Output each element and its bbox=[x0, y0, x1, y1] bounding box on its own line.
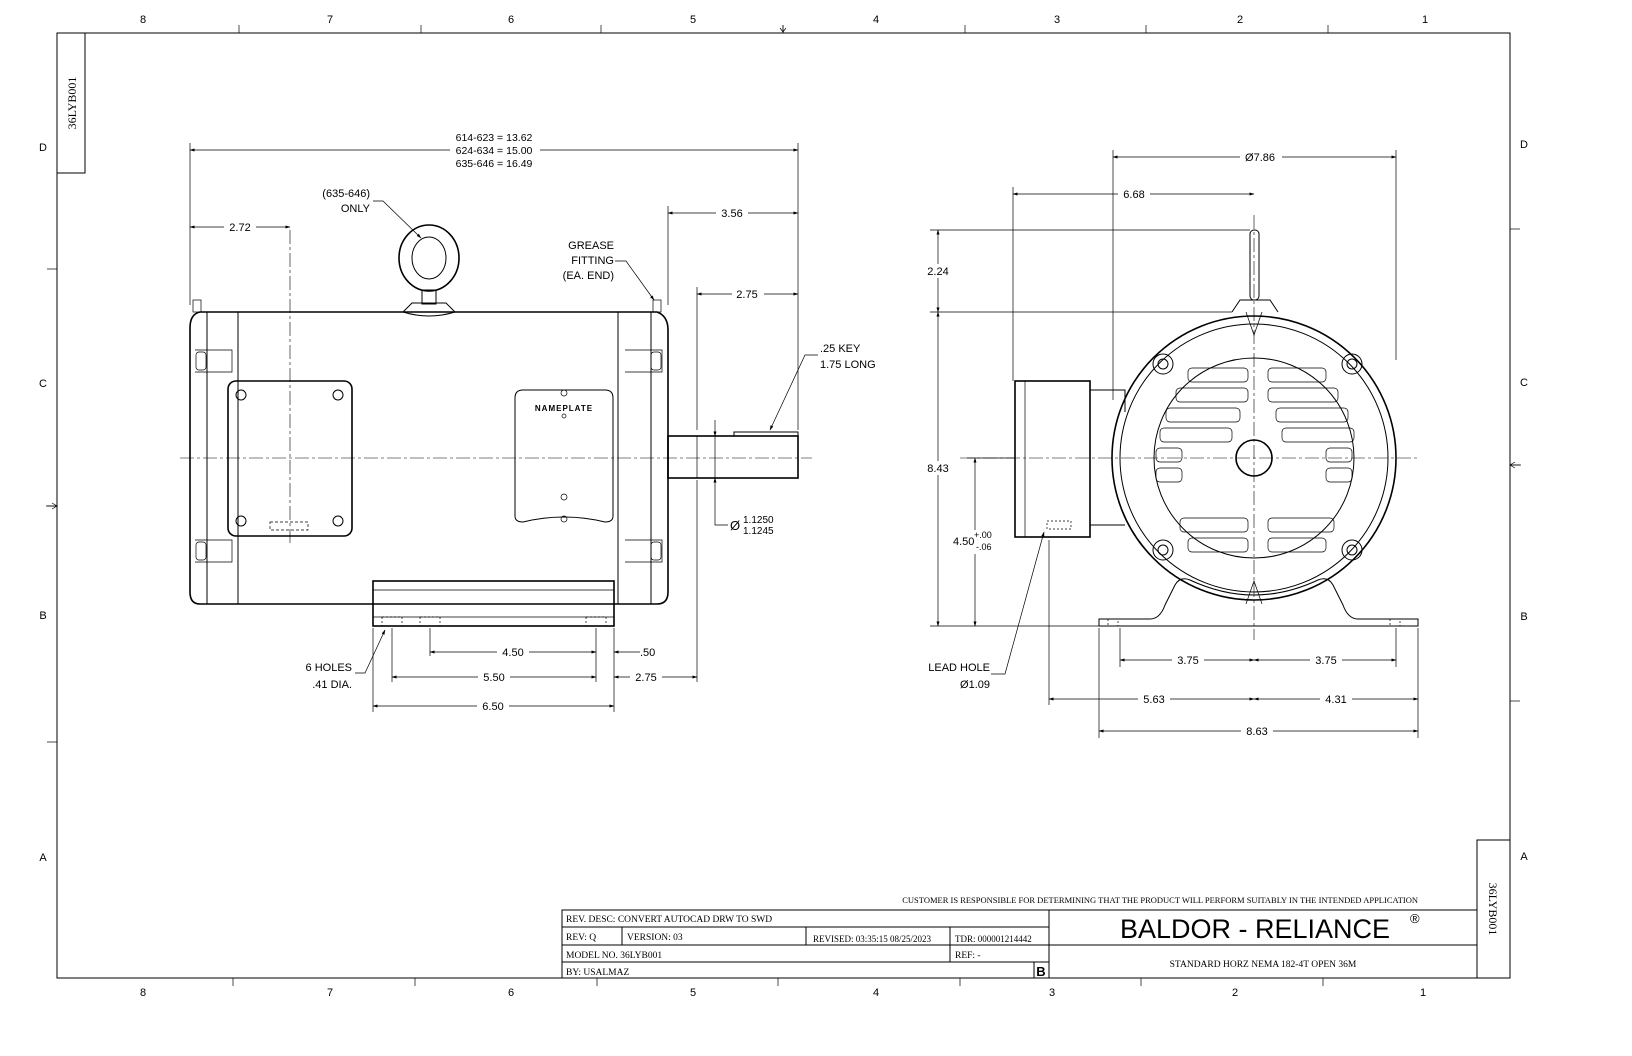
drawn-by: BY: USALMAZ bbox=[566, 968, 629, 978]
holes-note-2: .41 DIA. bbox=[312, 679, 352, 691]
conduit-box-end bbox=[1014, 380, 1126, 538]
dim-6-50: 6.50 bbox=[482, 701, 503, 713]
company-logo: BALDOR - RELIANCE bbox=[1120, 914, 1390, 944]
zone-row: D bbox=[39, 142, 47, 154]
zone-labels-top: 8 7 6 5 4 3 2 1 bbox=[140, 14, 1428, 26]
overall-length-2: 624-634 = 15.00 bbox=[456, 145, 533, 157]
tolerance-minus: -.06 bbox=[976, 542, 992, 552]
zone-col: 5 bbox=[690, 987, 696, 999]
end-view-dimensions: Ø7.86 6.68 2.24 8.43 4.50 +.00 -.06 LEAD… bbox=[926, 150, 1419, 738]
dim-3-75-left: 3.75 bbox=[1177, 655, 1198, 667]
zone-col: 4 bbox=[873, 987, 879, 999]
zone-col: 8 bbox=[140, 14, 146, 26]
revised: REVISED: 03:35:15 08/25/2023 bbox=[813, 934, 932, 944]
zone-col: 1 bbox=[1420, 987, 1426, 999]
zone-col: 1 bbox=[1422, 14, 1428, 26]
zone-col: 3 bbox=[1054, 14, 1060, 26]
dim-4-50-end: 4.50 bbox=[953, 536, 974, 548]
dim-5-63: 5.63 bbox=[1143, 694, 1164, 706]
drawing-id: 36LYB001 bbox=[1486, 883, 1500, 936]
key-note-1: .25 KEY bbox=[820, 343, 861, 355]
lead-hole-dia: Ø1.09 bbox=[960, 679, 990, 691]
zone-col: 6 bbox=[508, 14, 514, 26]
grease-note-2: FITTING bbox=[571, 255, 614, 267]
tdr: TDR: 000001214442 bbox=[955, 934, 1032, 944]
nameplate-label: NAMEPLATE bbox=[535, 404, 593, 413]
zone-labels-left: D C B A bbox=[39, 142, 47, 864]
zone-col: 4 bbox=[873, 14, 879, 26]
eyebolt bbox=[398, 224, 460, 317]
dia-7-86: Ø7.86 bbox=[1245, 152, 1275, 164]
zone-row: B bbox=[39, 610, 46, 622]
dim-3-56: 3.56 bbox=[721, 208, 742, 220]
zone-col: 7 bbox=[327, 14, 333, 26]
zone-row: B bbox=[1520, 611, 1527, 623]
dim-2-75-base: 2.75 bbox=[635, 672, 656, 684]
zone-col: 5 bbox=[690, 14, 696, 26]
overall-length-3: 635-646 = 16.49 bbox=[456, 158, 533, 170]
zone-col: 7 bbox=[327, 987, 333, 999]
sheet-size: B bbox=[1036, 964, 1045, 979]
motor-side-view: NAMEPLATE bbox=[180, 224, 812, 627]
overall-length-1: 614-623 = 13.62 bbox=[456, 132, 533, 144]
zone-row: C bbox=[39, 378, 47, 390]
registered-mark: ® bbox=[1410, 911, 1420, 926]
dim-4-50: 4.50 bbox=[502, 647, 523, 659]
zone-col: 2 bbox=[1237, 14, 1243, 26]
dim-5-50: 5.50 bbox=[483, 672, 504, 684]
dim-3-75-right: 3.75 bbox=[1315, 655, 1336, 667]
tolerance-plus: +.00 bbox=[974, 530, 992, 540]
dim-6-68: 6.68 bbox=[1123, 189, 1144, 201]
rev: REV: Q bbox=[566, 933, 596, 943]
zone-row: A bbox=[39, 852, 47, 864]
drawing-id-box-bottom-right: 36LYB001 bbox=[1476, 839, 1511, 979]
shaft bbox=[667, 431, 799, 479]
version: VERSION: 03 bbox=[627, 933, 683, 943]
key-note-2: 1.75 LONG bbox=[820, 359, 876, 371]
drawing-description: STANDARD HORZ NEMA 182-4T OPEN 36M bbox=[1170, 960, 1357, 970]
mounting-base bbox=[372, 580, 615, 627]
side-view-dimensions: 614-623 = 13.62 624-634 = 15.00 635-646 … bbox=[189, 132, 876, 713]
dim-2-72: 2.72 bbox=[229, 222, 250, 234]
dim-2-75-shaft: 2.75 bbox=[736, 289, 757, 301]
drawing-id: 36LYB001 bbox=[65, 77, 79, 130]
title-block: CUSTOMER IS RESPONSIBLE FOR DETERMINING … bbox=[561, 895, 1478, 979]
rev-desc: REV. DESC: CONVERT AUTOCAD DRW TO SWD bbox=[566, 915, 772, 925]
drawing-frame bbox=[46, 25, 1521, 986]
zone-col: 2 bbox=[1232, 987, 1238, 999]
holes-note-1: 6 HOLES bbox=[306, 662, 352, 674]
drawing-id-box-top-left: 36LYB001 bbox=[56, 32, 86, 174]
zone-row: D bbox=[1520, 139, 1528, 151]
zone-col: 6 bbox=[508, 987, 514, 999]
motor-end-view bbox=[960, 215, 1420, 640]
zone-row: A bbox=[1520, 851, 1528, 863]
zone-labels-right: D C B A bbox=[1520, 139, 1528, 863]
grease-note-3: (EA. END) bbox=[563, 270, 614, 282]
shaft-dia-min: 1.1245 bbox=[743, 526, 774, 537]
zone-labels-bottom: 8 7 6 5 4 3 2 1 bbox=[140, 987, 1426, 999]
model-no: MODEL NO. 36LYB001 bbox=[566, 951, 662, 961]
dim-8-63: 8.63 bbox=[1246, 726, 1267, 738]
mounting-feet bbox=[1098, 578, 1419, 627]
zone-col: 3 bbox=[1049, 987, 1055, 999]
dim-0-50: .50 bbox=[640, 647, 655, 659]
vent-slots bbox=[1155, 367, 1355, 553]
disclaimer: CUSTOMER IS RESPONSIBLE FOR DETERMINING … bbox=[902, 895, 1418, 905]
shaft-dia-symbol: Ø bbox=[730, 518, 740, 533]
eyebolt-note-2: ONLY bbox=[341, 203, 371, 215]
dim-8-43: 8.43 bbox=[927, 463, 948, 475]
grease-note-1: GREASE bbox=[568, 240, 614, 252]
lead-hole-note: LEAD HOLE bbox=[928, 662, 990, 674]
ref: REF: - bbox=[955, 951, 981, 961]
zone-col: 8 bbox=[140, 987, 146, 999]
dim-4-31: 4.31 bbox=[1325, 694, 1346, 706]
zone-row: C bbox=[1520, 377, 1528, 389]
dim-2-24: 2.24 bbox=[927, 266, 948, 278]
shaft-dia-max: 1.1250 bbox=[743, 515, 774, 526]
nameplate: NAMEPLATE bbox=[514, 389, 614, 523]
eyebolt-note-1: (635-646) bbox=[322, 188, 370, 200]
